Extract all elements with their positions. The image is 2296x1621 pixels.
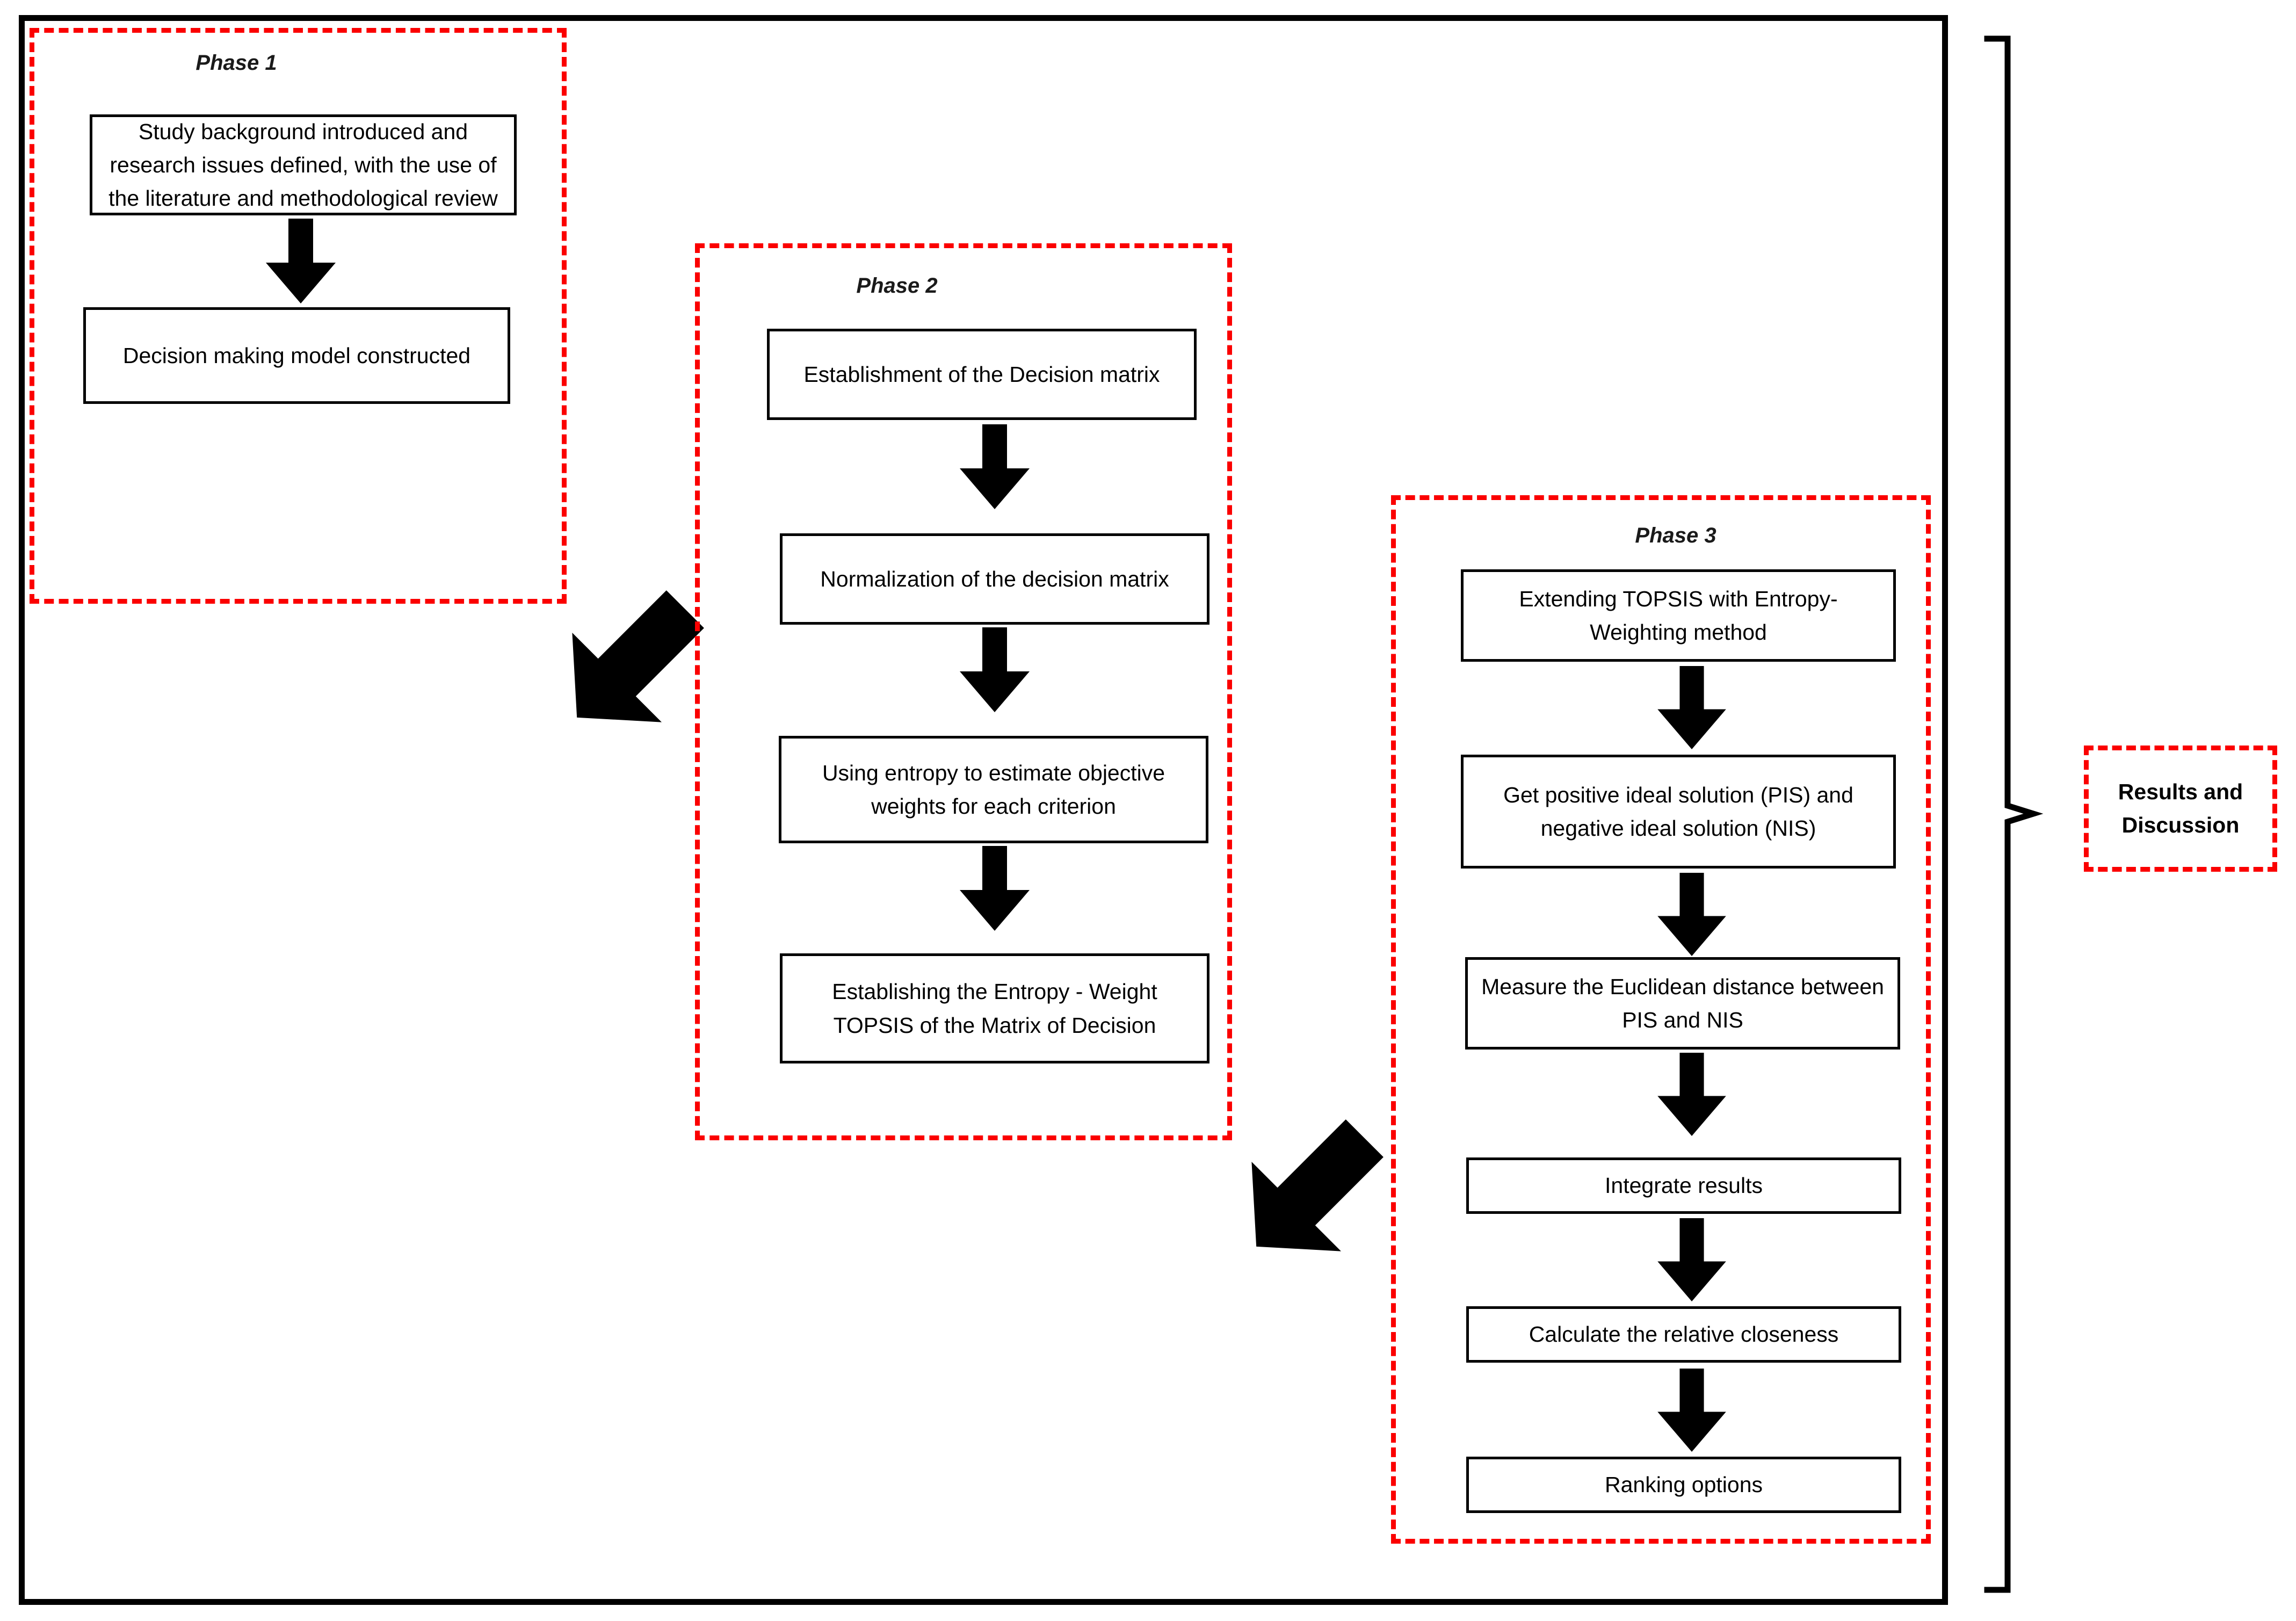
phase-3-step-3-text: Measure the Euclidean distance between P…	[1481, 974, 1884, 1032]
phase-3-step-4-text: Integrate results	[1605, 1173, 1763, 1198]
phase-2-step-4: Establishing the Entropy - Weight TOPSIS…	[780, 953, 1209, 1063]
phase-2-container	[695, 243, 1232, 1140]
outer-frame	[19, 15, 1948, 1605]
phase-2-step-2-text: Normalization of the decision matrix	[820, 566, 1169, 591]
phase-2-step-4-text: Establishing the Entropy - Weight TOPSIS…	[832, 979, 1157, 1038]
phase-2-step-3: Using entropy to estimate objective weig…	[779, 736, 1208, 843]
phase-3-step-4: Integrate results	[1466, 1157, 1901, 1214]
phase-1-container	[30, 28, 567, 604]
arrow-phase1-to-phase2	[548, 580, 714, 747]
phase-3-step-3: Measure the Euclidean distance between P…	[1465, 957, 1900, 1050]
arrow-p3-step3-to-step4	[1657, 1053, 1727, 1136]
phase-3-step-5: Calculate the relative closeness	[1466, 1306, 1901, 1363]
results-and-discussion-box: Results and Discussion	[2084, 746, 2277, 872]
arrow-p2-step1-to-step2	[960, 424, 1030, 509]
phase-1-label: Phase 1	[195, 51, 277, 75]
phase-3-container	[1391, 495, 1931, 1544]
arrow-p3-step4-to-step5	[1657, 1218, 1727, 1301]
phase-3-step-6: Ranking options	[1466, 1457, 1901, 1513]
phase-3-step-6-text: Ranking options	[1604, 1472, 1763, 1497]
arrow-p2-step2-to-step3	[960, 627, 1030, 712]
phase-3-step-1-text: Extending TOPSIS with Entropy-Weighting …	[1519, 586, 1838, 645]
phase-2-step-3-text: Using entropy to estimate objective weig…	[822, 760, 1165, 819]
arrow-p1-step1-to-step2	[266, 219, 336, 303]
arrow-p2-step3-to-step4	[960, 846, 1030, 931]
arrow-p3-step2-to-step3	[1657, 873, 1727, 956]
arrow-p3-step5-to-step6	[1657, 1369, 1727, 1452]
results-and-discussion-label: Results and Discussion	[2118, 779, 2243, 837]
phase-2-step-2: Normalization of the decision matrix	[780, 533, 1209, 625]
phase-1-step-2-text: Decision making model constructed	[122, 343, 471, 368]
phase-2-label: Phase 2	[856, 274, 938, 298]
arrow-phase2-to-phase3	[1227, 1109, 1394, 1276]
phase-1-step-1-text: Study background introduced and research…	[108, 119, 498, 211]
results-bracket	[1982, 32, 2084, 1598]
phase-3-step-5-text: Calculate the relative closeness	[1529, 1322, 1839, 1347]
phase-1-step-2: Decision making model constructed	[83, 307, 510, 404]
phase-1-step-1: Study background introduced and research…	[90, 114, 517, 215]
arrow-p3-step1-to-step2	[1657, 666, 1727, 749]
phase-2-step-1: Establishment of the Decision matrix	[767, 329, 1197, 420]
phase-2-step-1-text: Establishment of the Decision matrix	[803, 361, 1160, 387]
phase-3-step-2: Get positive ideal solution (PIS) and ne…	[1461, 755, 1896, 869]
phase-3-step-1: Extending TOPSIS with Entropy-Weighting …	[1461, 569, 1896, 662]
phase-3-step-2-text: Get positive ideal solution (PIS) and ne…	[1503, 782, 1853, 841]
phase-3-label: Phase 3	[1635, 524, 1716, 547]
